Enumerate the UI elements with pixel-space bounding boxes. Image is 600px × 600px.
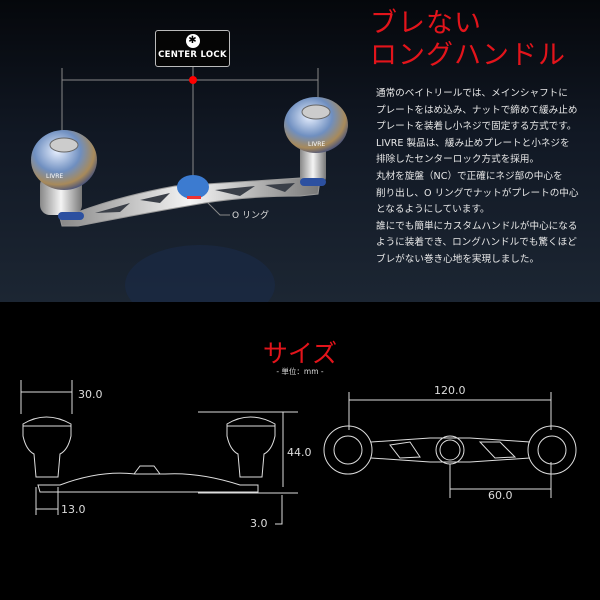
unit-label: - 単位：mm - [276,367,324,376]
handle-illustration: LIVRE LIVRE [31,67,348,302]
dim-offset: 3.0 [250,517,268,530]
badge-label: CENTER LOCK [158,50,227,60]
knob-left [31,130,97,190]
side-view-drawing [20,380,298,525]
headline-line1: ブレない [370,8,482,39]
product-hero: LIVRE LIVRE ✱ CENTER LOCK O リング ブレない ロング… [0,0,600,302]
dim-total-length: 120.0 [434,384,466,397]
headline-line2: ロングハンドル [370,40,566,71]
o-ring-callout: O リング [232,211,269,221]
handle-plate [59,177,321,227]
knob-right [284,97,348,153]
plate-cutouts [95,183,295,213]
dim-knob-height: 44.0 [287,446,312,459]
center-lock-badge: ✱ CENTER LOCK [155,30,230,67]
headline: ブレない ロングハンドル [370,8,566,72]
dim-knob-width: 30.0 [78,388,103,401]
description-text: 通常のベイトリールでは、メインシャフトに プレートをはめ込み、ナットで締めて緩み… [376,88,579,265]
dim-shaft: 13.0 [61,503,86,516]
center-point-marker [189,76,197,84]
o-ring [187,196,201,199]
knob-brand-left: LIVRE [46,173,63,180]
background-reel-blur [125,245,275,302]
dimension-drawings [20,380,577,525]
center-nut [177,175,209,199]
size-section: サイズ - 単位：mm - 30.0 44.0 13.0 3.0 120.0 6… [0,302,600,600]
dim-half-length: 60.0 [488,489,513,502]
knob-brand-right: LIVRE [308,141,325,148]
torx-star-icon: ✱ [185,34,200,48]
top-view-drawing [323,392,577,498]
size-title: サイズ [262,339,338,368]
